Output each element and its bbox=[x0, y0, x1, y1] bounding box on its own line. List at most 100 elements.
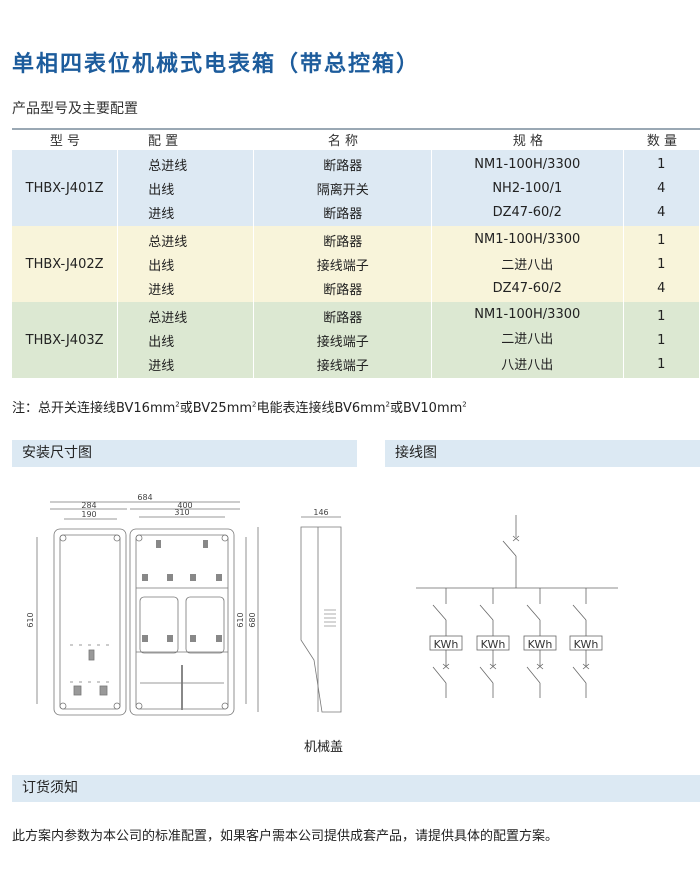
section-order-notice: 订货须知 bbox=[12, 775, 700, 802]
dim-310: 310 bbox=[174, 508, 189, 517]
note-part: 电能表连接线BV6mm bbox=[256, 401, 386, 416]
wiring-diagram: KWh KWh KWh KWh bbox=[416, 515, 618, 698]
front-view-left bbox=[53, 528, 127, 716]
config-column: 总进线出线进线 bbox=[118, 150, 255, 226]
config-column: 总进线出线进线 bbox=[118, 302, 255, 378]
qty-cell: 1 bbox=[657, 308, 666, 324]
config-cell: 总进线 bbox=[148, 310, 188, 326]
spec-cell: NH2-100/1 bbox=[492, 180, 563, 196]
spec-cell: NM1-100H/3300 bbox=[474, 307, 581, 323]
meter-branch: KWh bbox=[429, 588, 463, 698]
name-column: 断路器接线端子接线端子 bbox=[254, 302, 433, 378]
name-cell: 断路器 bbox=[323, 310, 363, 326]
kwh-label: KWh bbox=[481, 638, 506, 651]
name-column: 断路器接线端子断路器 bbox=[254, 226, 433, 302]
model-cell: THBX-J402Z bbox=[12, 226, 119, 302]
header-name: 名 称 bbox=[327, 134, 359, 149]
config-column: 总进线出线进线 bbox=[118, 226, 255, 302]
name-cell: 断路器 bbox=[323, 282, 363, 298]
qty-cell: 1 bbox=[657, 256, 666, 272]
header-qty: 数 量 bbox=[646, 134, 678, 149]
dim-680: 680 bbox=[248, 612, 257, 627]
spec-cell: DZ47-60/2 bbox=[492, 204, 562, 220]
spec-cell: 二进八出 bbox=[501, 332, 554, 348]
side-view bbox=[300, 526, 342, 713]
meter-branch: KWh bbox=[569, 588, 603, 698]
qty-cell: 1 bbox=[657, 232, 666, 248]
name-cell: 断路器 bbox=[323, 234, 363, 250]
superscript: 2 bbox=[252, 400, 257, 409]
spec-cell: 二进八出 bbox=[501, 258, 554, 274]
page-title: 单相四表位机械式电表箱（带总控箱） bbox=[12, 52, 421, 77]
name-cell: 接线端子 bbox=[316, 334, 369, 350]
superscript: 2 bbox=[175, 400, 180, 409]
qty-cell: 1 bbox=[657, 332, 666, 348]
qty-cell: 4 bbox=[657, 204, 666, 220]
config-cell: 总进线 bbox=[148, 234, 188, 250]
dim-684: 684 bbox=[137, 493, 152, 502]
kwh-label: KWh bbox=[574, 638, 599, 651]
qty-column: 1 1 4 bbox=[624, 226, 700, 302]
kwh-label: KWh bbox=[434, 638, 459, 651]
order-notice-text: 此方案内参数为本公司的标准配置，如果客户需本公司提供成套产品，请提供具体的配置方… bbox=[12, 829, 559, 844]
dimension-lines bbox=[36, 501, 341, 712]
note-part: 或BV25mm bbox=[179, 401, 253, 416]
spec-cell: 八进八出 bbox=[501, 357, 554, 373]
config-cell: 进线 bbox=[148, 282, 175, 298]
qty-cell: 4 bbox=[657, 280, 666, 296]
meter-branch: KWh bbox=[476, 588, 510, 698]
table-header: 型 号 配 置 名 称 规 格 数 量 bbox=[12, 130, 700, 150]
config-cell: 出线 bbox=[148, 258, 175, 274]
meter-branch: KWh bbox=[523, 588, 557, 698]
qty-cell: 1 bbox=[657, 156, 666, 172]
name-cell: 断路器 bbox=[323, 158, 363, 174]
name-cell: 断路器 bbox=[323, 206, 363, 222]
dim-284: 284 bbox=[81, 501, 96, 510]
side-view-caption: 机械盖 bbox=[304, 740, 344, 755]
dim-610-left: 610 bbox=[26, 612, 35, 627]
qty-cell: 4 bbox=[657, 180, 666, 196]
header-config: 配 置 bbox=[148, 134, 179, 149]
superscript: 2 bbox=[385, 400, 390, 409]
section-wiring-diagram: 接线图 bbox=[385, 440, 700, 467]
name-cell: 接线端子 bbox=[316, 358, 369, 374]
section-subtitle: 产品型号及主要配置 bbox=[12, 101, 138, 117]
note: 注：总开关连接线BV16mm2或BV25mm2电能表连接线BV6mm2或BV10… bbox=[12, 397, 467, 416]
qty-column: 1 1 1 bbox=[624, 302, 700, 378]
header-model: 型 号 bbox=[49, 134, 81, 149]
qty-cell: 1 bbox=[657, 356, 666, 372]
spec-cell: NM1-100H/3300 bbox=[474, 156, 581, 172]
name-cell: 隔离开关 bbox=[316, 182, 369, 198]
dim-400: 400 bbox=[177, 501, 192, 510]
dim-610-right: 610 bbox=[236, 612, 245, 627]
name-cell: 接线端子 bbox=[316, 258, 369, 274]
front-view-right bbox=[129, 528, 235, 716]
kwh-label: KWh bbox=[528, 638, 553, 651]
spec-column: NM1-100H/3300 二进八出 DZ47-60/2 bbox=[432, 226, 624, 302]
dim-190: 190 bbox=[81, 510, 96, 519]
superscript: 2 bbox=[462, 400, 467, 409]
header-spec: 规 格 bbox=[512, 134, 544, 149]
config-cell: 进线 bbox=[148, 206, 175, 222]
config-cell: 出线 bbox=[148, 182, 175, 198]
qty-column: 1 4 4 bbox=[624, 150, 700, 226]
model-cell: THBX-J403Z bbox=[12, 302, 119, 378]
note-part: 注：总开关连接线BV16mm bbox=[12, 401, 176, 416]
spec-cell: NM1-100H/3300 bbox=[474, 231, 581, 247]
spec-cell: DZ47-60/2 bbox=[492, 281, 562, 297]
model-cell: THBX-J401Z bbox=[12, 150, 119, 226]
note-part: 或BV10mm bbox=[389, 401, 463, 416]
section-install-dimensions: 安装尺寸图 bbox=[12, 440, 357, 467]
config-cell: 进线 bbox=[148, 358, 175, 374]
config-cell: 出线 bbox=[148, 334, 175, 350]
dim-146: 146 bbox=[313, 508, 328, 517]
spec-column: NM1-100H/3300 二进八出八进八出 bbox=[432, 302, 624, 378]
name-column: 断路器隔离开关断路器 bbox=[254, 150, 433, 226]
